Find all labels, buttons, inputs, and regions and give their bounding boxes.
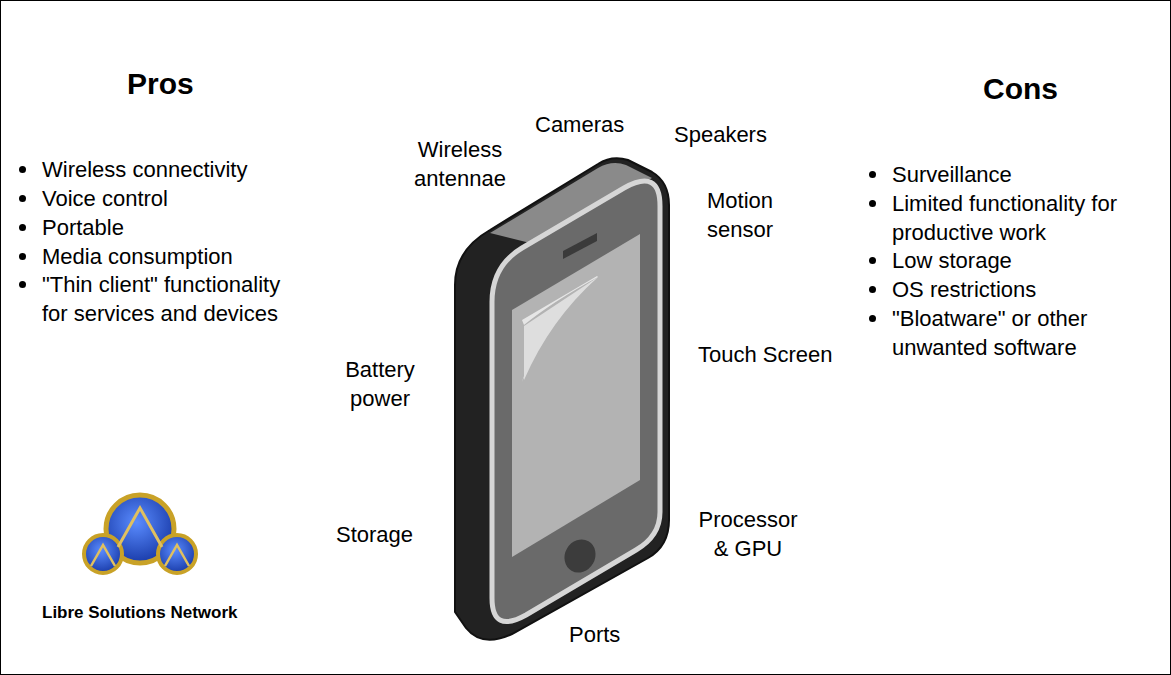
part-label: Wireless antennae — [404, 135, 516, 193]
bullet-dot — [869, 286, 876, 293]
part-label: Storage — [336, 520, 413, 549]
list-item: Limited functionality for productive wor… — [892, 189, 1154, 247]
logo — [84, 495, 196, 573]
bullet-dot — [19, 281, 26, 288]
list-item: "Thin client" functionality for services… — [42, 270, 310, 328]
list-item: Wireless connectivity — [42, 155, 247, 184]
part-label: Touch Screen — [698, 340, 833, 369]
list-item: Low storage — [892, 246, 1012, 275]
column-heading: Pros — [127, 65, 194, 103]
bullet-dot — [19, 224, 26, 231]
bullet-dot — [19, 166, 26, 173]
list-item: Surveillance — [892, 160, 1012, 189]
logo-caption: Libre Solutions Network — [42, 602, 238, 623]
list-item: "Bloatware" or other unwanted software — [892, 304, 1154, 362]
bullet-dot — [869, 200, 876, 207]
list-item: Media consumption — [42, 242, 233, 271]
bullet-dot — [869, 315, 876, 322]
list-item: Voice control — [42, 184, 168, 213]
bullet-dot — [19, 253, 26, 260]
part-label: Cameras — [535, 110, 624, 139]
bullet-dot — [19, 195, 26, 202]
bullet-dot — [869, 257, 876, 264]
column-heading: Cons — [983, 70, 1058, 108]
bullet-dot — [869, 171, 876, 178]
part-label: Ports — [569, 620, 620, 649]
part-label: Speakers — [674, 120, 767, 149]
part-label: Battery power — [334, 355, 426, 413]
list-item: OS restrictions — [892, 275, 1036, 304]
part-label: Motion sensor — [694, 186, 786, 244]
list-item: Portable — [42, 213, 124, 242]
part-label: Processor & GPU — [689, 505, 807, 563]
